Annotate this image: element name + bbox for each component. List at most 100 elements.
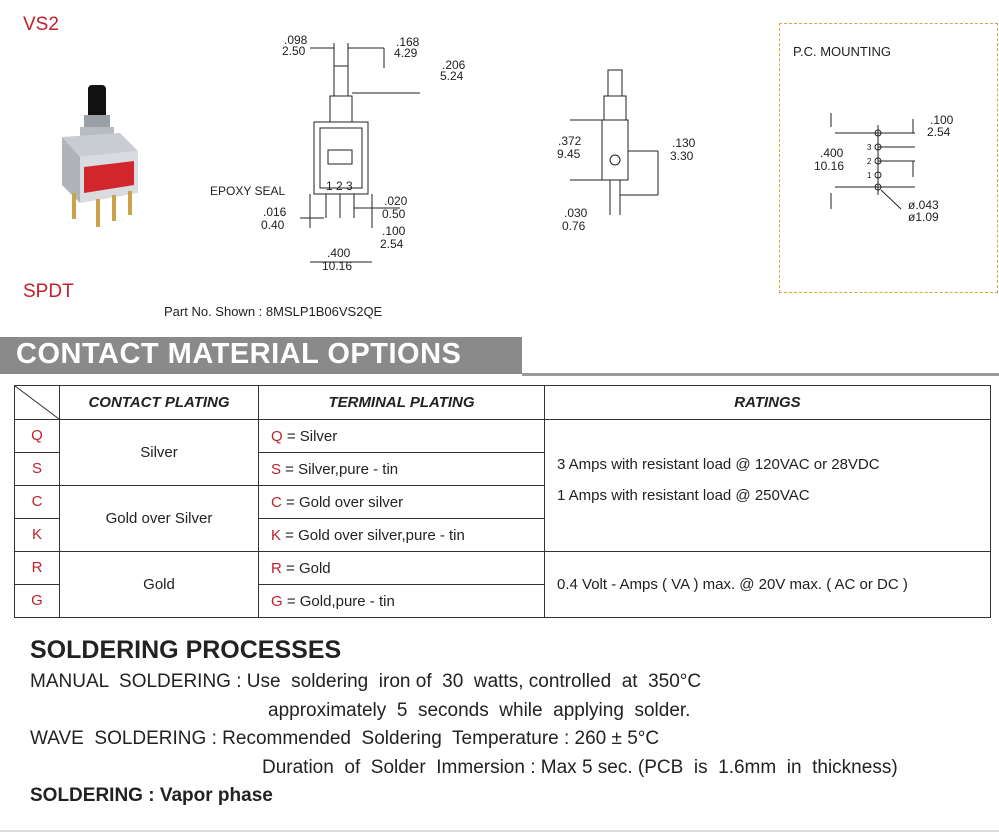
- dim-020: .020: [384, 194, 408, 208]
- dim-372-mm: 9.45: [557, 147, 581, 161]
- terminal-cell: K = Gold over silver,pure - tin: [258, 518, 545, 552]
- dim-130: .130: [672, 136, 696, 150]
- rating-cell-2: 0.4 Volt - Amps ( VA ) max. @ 20V max. (…: [544, 551, 991, 618]
- pc-dim-100-mm: 2.54: [927, 125, 951, 139]
- col-ratings: RATINGS: [544, 385, 991, 420]
- rating-line-1: 3 Amps with resistant load @ 120VAC or 2…: [557, 456, 880, 473]
- vapor-soldering-value: Vapor phase: [159, 785, 273, 806]
- wave-soldering-text-2: Duration of Solder Immersion : Max 5 sec…: [262, 757, 898, 778]
- terminal-text: = Gold: [281, 559, 331, 577]
- code-cell: G: [14, 584, 60, 618]
- terminal-code: Q: [271, 427, 283, 445]
- pc-dim-400-mm: 10.16: [814, 159, 845, 173]
- terminal-cell: Q = Silver: [258, 419, 545, 453]
- dim-206: .206: [442, 58, 466, 72]
- dim-030: .030: [564, 206, 588, 220]
- dim-030-mm: 0.76: [562, 219, 586, 233]
- col-contact-plating: CONTACT PLATING: [59, 385, 259, 420]
- terminal-cell: R = Gold: [258, 551, 545, 585]
- dim-100: .100: [382, 224, 406, 238]
- table-row: G G = Gold,pure - tin: [14, 584, 991, 618]
- wave-soldering-text-1: Recommended Soldering Temperature : 260 …: [222, 728, 660, 749]
- pc-dim-400: .400: [820, 146, 844, 160]
- terminal-text: = Gold,pure - tin: [282, 592, 395, 610]
- code-cell: C: [14, 485, 60, 519]
- corner-cell: [14, 385, 60, 420]
- terminal-text: = Gold over silver,pure - tin: [281, 526, 465, 544]
- col-terminal-plating: TERMINAL PLATING: [258, 385, 545, 420]
- terminal-cell: C = Gold over silver: [258, 485, 545, 519]
- table-row: C Gold over Silver C = Gold over silver: [14, 485, 991, 552]
- pc-pin-3: 3: [867, 143, 872, 152]
- dim-016-mm: 0.40: [261, 218, 285, 232]
- manual-soldering-text-1: Use soldering iron of 30 watts, controll…: [246, 671, 702, 692]
- pc-pin-1: 1: [867, 171, 872, 180]
- front-view-drawing: [300, 43, 420, 263]
- pin-1-label: 1: [326, 179, 333, 193]
- terminal-cell: S = Silver,pure - tin: [258, 452, 545, 486]
- actuator-icon: [88, 85, 106, 119]
- code-cell: S: [14, 452, 60, 486]
- part-number: Part No. Shown : 8MSLP1B06VS2QE: [164, 304, 383, 319]
- dim-130-mm: 3.30: [670, 149, 694, 163]
- pc-hole-dia: ø.043: [908, 198, 939, 212]
- terminal-code: S: [271, 460, 282, 478]
- vapor-soldering-line: SOLDERING : Vapor phase: [30, 785, 273, 807]
- plating-gold: Gold: [59, 551, 259, 618]
- side-view-drawing: [570, 69, 659, 215]
- dim-168-mm: 4.29: [394, 46, 418, 60]
- model-label: VS2: [23, 14, 59, 35]
- code-cell: K: [14, 518, 60, 552]
- pc-dim-100: .100: [930, 113, 954, 127]
- soldering-title: SOLDERING PROCESSES: [30, 636, 342, 664]
- rating-cell-1: 3 Amps with resistant load @ 120VAC or 2…: [544, 419, 991, 552]
- terminal-code: G: [271, 592, 283, 610]
- pole-type-label: SPDT: [23, 281, 74, 302]
- vapor-soldering-label: SOLDERING :: [30, 785, 160, 806]
- dim-400-mm: 10.16: [322, 259, 353, 273]
- rating-line-2: 1 Amps with resistant load @ 250VAC: [557, 487, 810, 504]
- terminal-text: = Silver,pure - tin: [281, 460, 399, 478]
- pc-mounting-drawing: [830, 113, 915, 210]
- dim-400: .400: [327, 246, 351, 260]
- pc-mounting-title: P.C. MOUNTING: [793, 44, 891, 59]
- section-rule: [522, 373, 999, 376]
- manual-soldering-line: MANUAL SOLDERING : Use soldering iron of…: [30, 671, 701, 693]
- table-header-row: CONTACT PLATING TERMINAL PLATING RATINGS: [14, 385, 991, 420]
- pc-pin-2: 2: [867, 157, 872, 166]
- dim-168: .168: [396, 35, 420, 49]
- manual-soldering-label: MANUAL SOLDERING :: [30, 671, 247, 692]
- plating-silver: Silver: [59, 419, 259, 486]
- pc-mounting-box: [779, 23, 998, 293]
- switch-photo: [62, 85, 138, 227]
- table-row: Q Silver Q = Silver 3 Amps with resistan…: [14, 419, 991, 552]
- table-row: R Gold R = Gold 0.4 Volt - Amps ( VA ) m…: [14, 551, 991, 618]
- pin-3-label: 3: [346, 179, 353, 193]
- code-cell: Q: [14, 419, 60, 453]
- table-row: K K = Gold over silver,pure - tin: [14, 518, 991, 552]
- dim-016: .016: [263, 205, 287, 219]
- wave-soldering-label: WAVE SOLDERING :: [30, 728, 223, 749]
- terminal-code: C: [271, 493, 282, 511]
- dim-372: .372: [558, 134, 582, 148]
- terminal-cell: G = Gold,pure - tin: [258, 584, 545, 618]
- terminal-text: = Silver: [282, 427, 338, 445]
- plating-gold-over-silver: Gold over Silver: [59, 485, 259, 552]
- dim-206-mm: 5.24: [440, 69, 464, 83]
- contact-material-table: CONTACT PLATING TERMINAL PLATING RATINGS…: [14, 385, 991, 618]
- code-cell: R: [14, 551, 60, 585]
- terminal-code: R: [271, 559, 282, 577]
- epoxy-seal-label: EPOXY SEAL: [210, 184, 286, 198]
- dim-098: .098: [284, 33, 308, 47]
- terminal-code: K: [271, 526, 282, 544]
- wave-soldering-line: WAVE SOLDERING : Recommended Soldering T…: [30, 728, 659, 750]
- section-title: CONTACT MATERIAL OPTIONS: [16, 338, 462, 370]
- pc-hole-dia-mm: ø1.09: [908, 210, 939, 224]
- dim-020-mm: 0.50: [382, 207, 406, 221]
- bottom-divider: [0, 830, 999, 832]
- terminal-text: = Gold over silver: [281, 493, 404, 511]
- manual-soldering-text-2: approximately 5 seconds while applying s…: [268, 700, 691, 721]
- section-banner: [0, 337, 522, 374]
- dim-098-mm: 2.50: [282, 44, 306, 58]
- pin-2-label: 2: [336, 179, 343, 193]
